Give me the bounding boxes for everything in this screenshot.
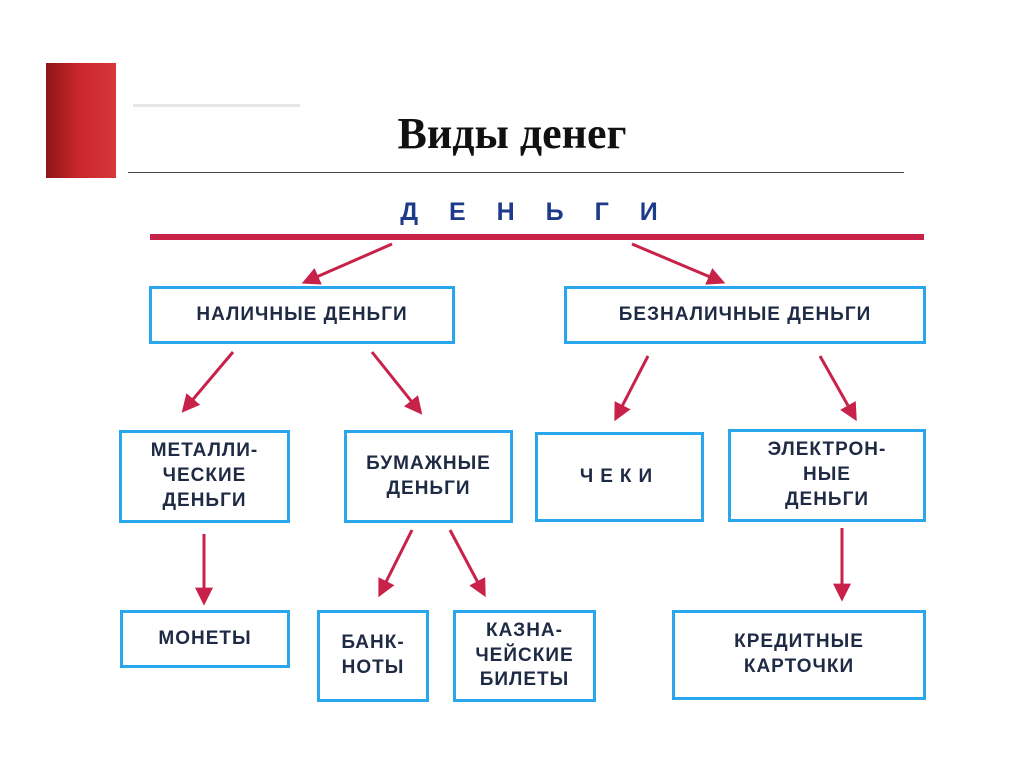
- arrow-paper-to-treasury: [448, 529, 486, 598]
- page-title: Виды денег: [397, 109, 627, 158]
- box-electronic-money: ЭЛЕКТРОН- НЫЕ ДЕНЬГИ: [728, 429, 926, 522]
- box-treasury-notes: КАЗНА- ЧЕЙСКИЕ БИЛЕТЫ: [453, 610, 596, 702]
- box-coins: МОНЕТЫ: [120, 610, 290, 668]
- box-metal-money: МЕТАЛЛИ- ЧЕСКИЕ ДЕНЬГИ: [119, 430, 290, 523]
- box-checks: ЧЕКИ: [535, 432, 704, 522]
- root-node-label: Д Е Н Ь Г И: [400, 198, 670, 226]
- decorative-line: [133, 104, 300, 107]
- root-node-bar: [150, 234, 924, 240]
- box-credit-cards: КРЕДИТНЫЕ КАРТОЧКИ: [672, 610, 926, 700]
- arrow-noncash-to-electronic: [818, 355, 857, 422]
- box-paper-money: БУМАЖНЫЕ ДЕНЬГИ: [344, 430, 513, 523]
- box-banknotes: БАНК- НОТЫ: [317, 610, 429, 702]
- arrow-cash-to-paper: [370, 351, 423, 415]
- arrow-paper-to-banknotes: [378, 529, 414, 598]
- arrow-cash-to-metal: [181, 351, 235, 413]
- title-underline: [128, 172, 904, 173]
- accent-bar: [46, 63, 116, 178]
- box-cash-money: НАЛИЧНЫЕ ДЕНЬГИ: [149, 286, 455, 344]
- arrow-noncash-to-checks: [614, 355, 650, 422]
- arrow-root-to-noncash: [631, 242, 726, 285]
- arrow-root-to-cash: [301, 242, 393, 285]
- box-noncash-money: БЕЗНАЛИЧНЫЕ ДЕНЬГИ: [564, 286, 926, 344]
